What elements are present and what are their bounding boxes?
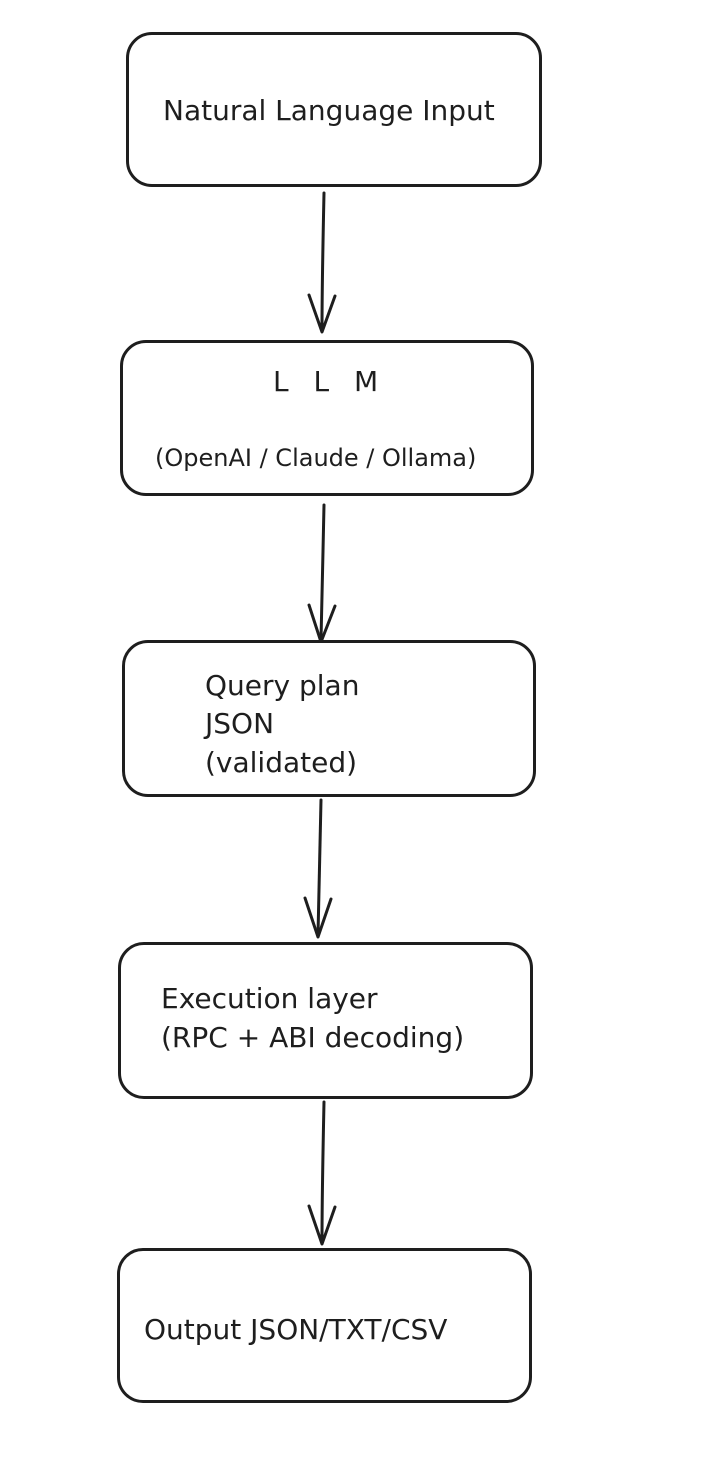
node-label: Query plan — [205, 669, 360, 702]
node-sublabel: (OpenAI / Claude / Ollama) — [155, 444, 477, 472]
node-label: L L M — [273, 365, 387, 398]
arrowhead — [307, 293, 337, 334]
arrowhead — [307, 1204, 337, 1246]
arrowhead — [303, 896, 333, 939]
arrow-exec-to-output — [307, 1100, 337, 1246]
node-output: Output JSON/TXT/CSV — [117, 1248, 532, 1403]
node-label-line-2: JSON — [205, 707, 275, 740]
node-query-plan: Query plan JSON (validated) — [122, 640, 536, 797]
node-label: Output JSON/TXT/CSV — [144, 1313, 448, 1346]
arrow-input-to-llm — [307, 191, 337, 334]
arrow-line — [320, 1100, 326, 1244]
node-label-line-3: (validated) — [205, 746, 358, 779]
arrow-line — [316, 798, 323, 937]
node-label: Natural Language Input — [163, 94, 495, 127]
arrow-line — [319, 503, 326, 642]
node-label: Execution layer — [161, 982, 378, 1015]
arrowhead — [307, 603, 337, 644]
arrow-line — [320, 191, 326, 332]
arrow-llm-to-plan — [307, 503, 337, 644]
node-sublabel: (RPC + ABI decoding) — [161, 1021, 465, 1054]
node-llm: L L M (OpenAI / Claude / Ollama) — [120, 340, 534, 496]
arrow-plan-to-exec — [303, 798, 333, 939]
node-natural-language-input: Natural Language Input — [126, 32, 542, 187]
node-execution-layer: Execution layer (RPC + ABI decoding) — [118, 942, 533, 1099]
